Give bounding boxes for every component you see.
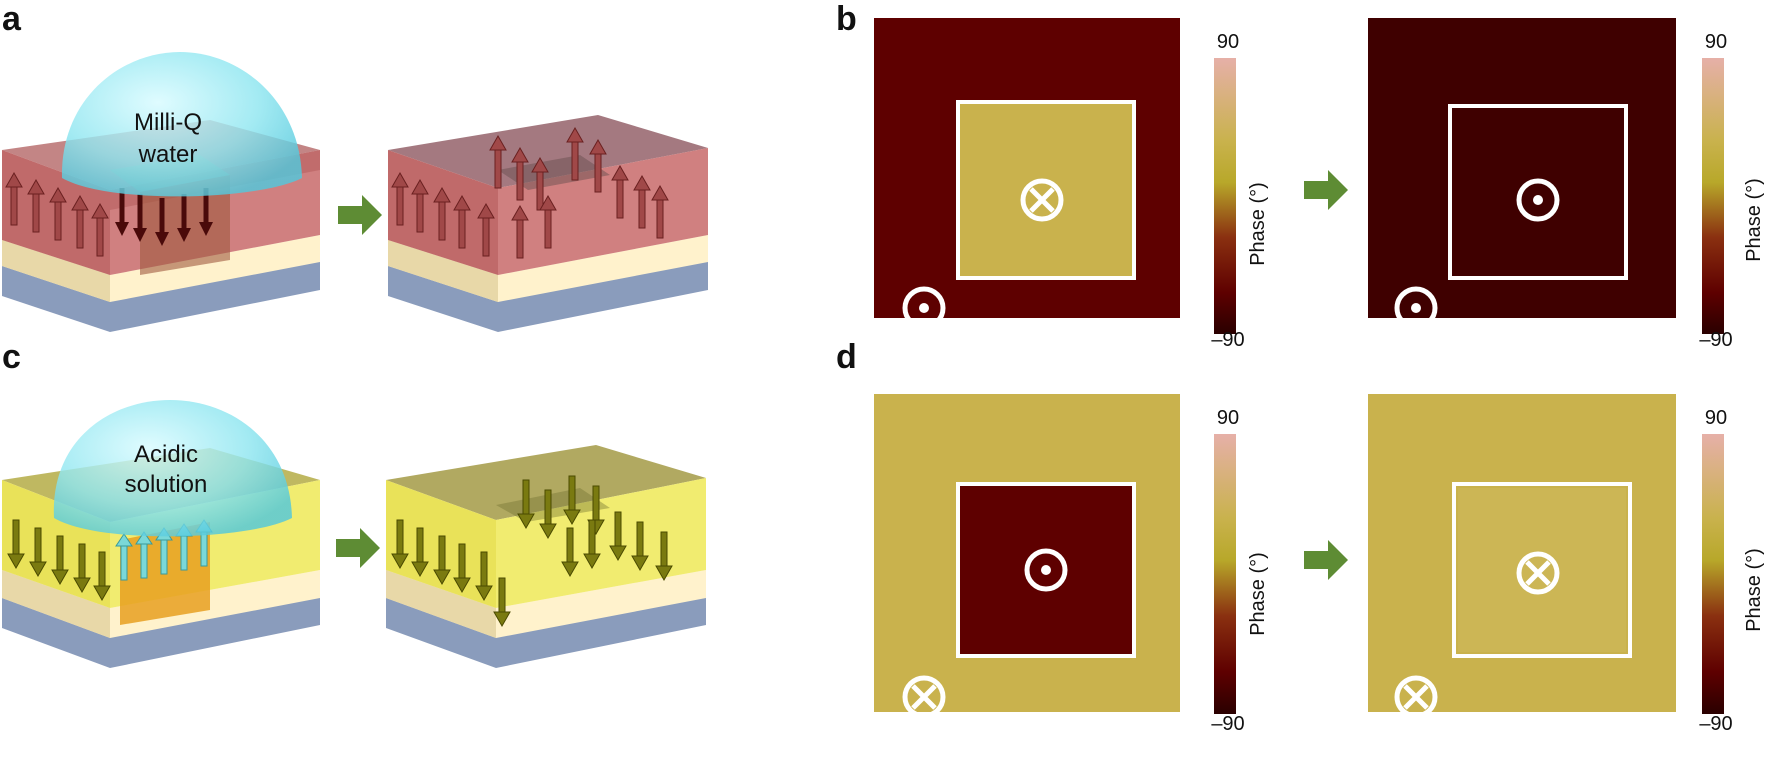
- panel-a-block-after: [388, 115, 708, 332]
- colorbar-scale: [1702, 434, 1724, 714]
- panel-a-block-before: Milli-Q water: [2, 52, 320, 332]
- colorbar-axis-label: Phase (°): [1743, 548, 1765, 632]
- region-frame: [956, 482, 1136, 658]
- scale-bar: [1622, 718, 1668, 726]
- colorbar-min: –90: [1211, 713, 1244, 735]
- pfm-image-bg: [1368, 394, 1676, 712]
- colorbar-min: –90: [1699, 329, 1732, 351]
- panel-a: a Milli-Q: [2, 0, 708, 332]
- scale-bar: [1128, 718, 1188, 726]
- colorbar-d-left: 90 –90 Phase (°): [1211, 407, 1269, 735]
- polarization-into-icon: [1394, 675, 1438, 719]
- colorbar-max: 90: [1217, 31, 1239, 53]
- panel-b-image-before: [874, 18, 1180, 338]
- panel-a-label: a: [2, 0, 22, 38]
- polarization-out-icon: [1516, 178, 1560, 222]
- polarization-out-icon: [1024, 548, 1068, 592]
- droplet-label-line1: Milli-Q: [134, 109, 202, 136]
- droplet-label-line1: Acidic: [134, 441, 198, 468]
- colorbar-min: –90: [1211, 329, 1244, 351]
- transition-arrow: [336, 528, 380, 568]
- polarization-into-icon: [1516, 551, 1560, 595]
- colorbar-scale: [1702, 58, 1724, 334]
- colorbar-axis-label: Phase (°): [1247, 182, 1269, 266]
- scale-bar: [1614, 330, 1674, 338]
- colorbar-min: –90: [1699, 713, 1732, 735]
- colorbar-d-right: 90 –90 Phase (°): [1699, 407, 1765, 735]
- panel-d-label: d: [836, 338, 857, 376]
- scale-bar: [1118, 330, 1178, 338]
- transition-arrow: [338, 195, 382, 235]
- droplet: [61, 52, 302, 197]
- polarization-out-icon: [1394, 286, 1438, 330]
- panel-d-image-after: [1368, 394, 1676, 726]
- droplet-label-line2: water: [138, 141, 198, 168]
- pfm-image-bg: [1368, 18, 1676, 318]
- region-frame: [956, 100, 1136, 280]
- colorbar-max: 90: [1705, 407, 1727, 429]
- panel-b-label: b: [836, 0, 857, 38]
- region-frame: [1448, 104, 1628, 280]
- droplet-label-line2: solution: [125, 471, 208, 498]
- colorbar-axis-label: Phase (°): [1247, 552, 1269, 636]
- switched-region: [958, 102, 1134, 278]
- region-frame: [1452, 482, 1632, 658]
- panel-b: b 90 –90 Phase (°): [836, 0, 1765, 351]
- colorbar-b-left: 90 –90 Phase (°): [1211, 31, 1269, 351]
- colorbar-scale: [1214, 58, 1236, 334]
- droplet: [53, 400, 292, 537]
- polarization-into-icon: [1020, 178, 1064, 222]
- panel-c-block-before: Acidic solution: [2, 400, 320, 668]
- transition-arrow: [1304, 540, 1348, 580]
- panel-c: c Acidic solution: [2, 338, 706, 668]
- colorbar-max: 90: [1705, 31, 1727, 53]
- colorbar-scale: [1214, 434, 1236, 714]
- substrate-bottom: [2, 260, 320, 332]
- panel-b-image-after: [1368, 18, 1676, 338]
- panel-c-label: c: [2, 338, 21, 376]
- colorbar-b-right: 90 –90 Phase (°): [1699, 31, 1765, 351]
- panel-d: d 90 –90 Phase (°): [836, 338, 1765, 735]
- panel-c-block-after: [386, 445, 706, 668]
- colorbar-axis-label: Phase (°): [1743, 178, 1765, 262]
- polarization-into-icon: [902, 675, 946, 719]
- polarization-out-icon: [902, 286, 946, 330]
- panel-d-image-before: [874, 394, 1188, 726]
- transition-arrow: [1304, 170, 1348, 210]
- colorbar-max: 90: [1217, 407, 1239, 429]
